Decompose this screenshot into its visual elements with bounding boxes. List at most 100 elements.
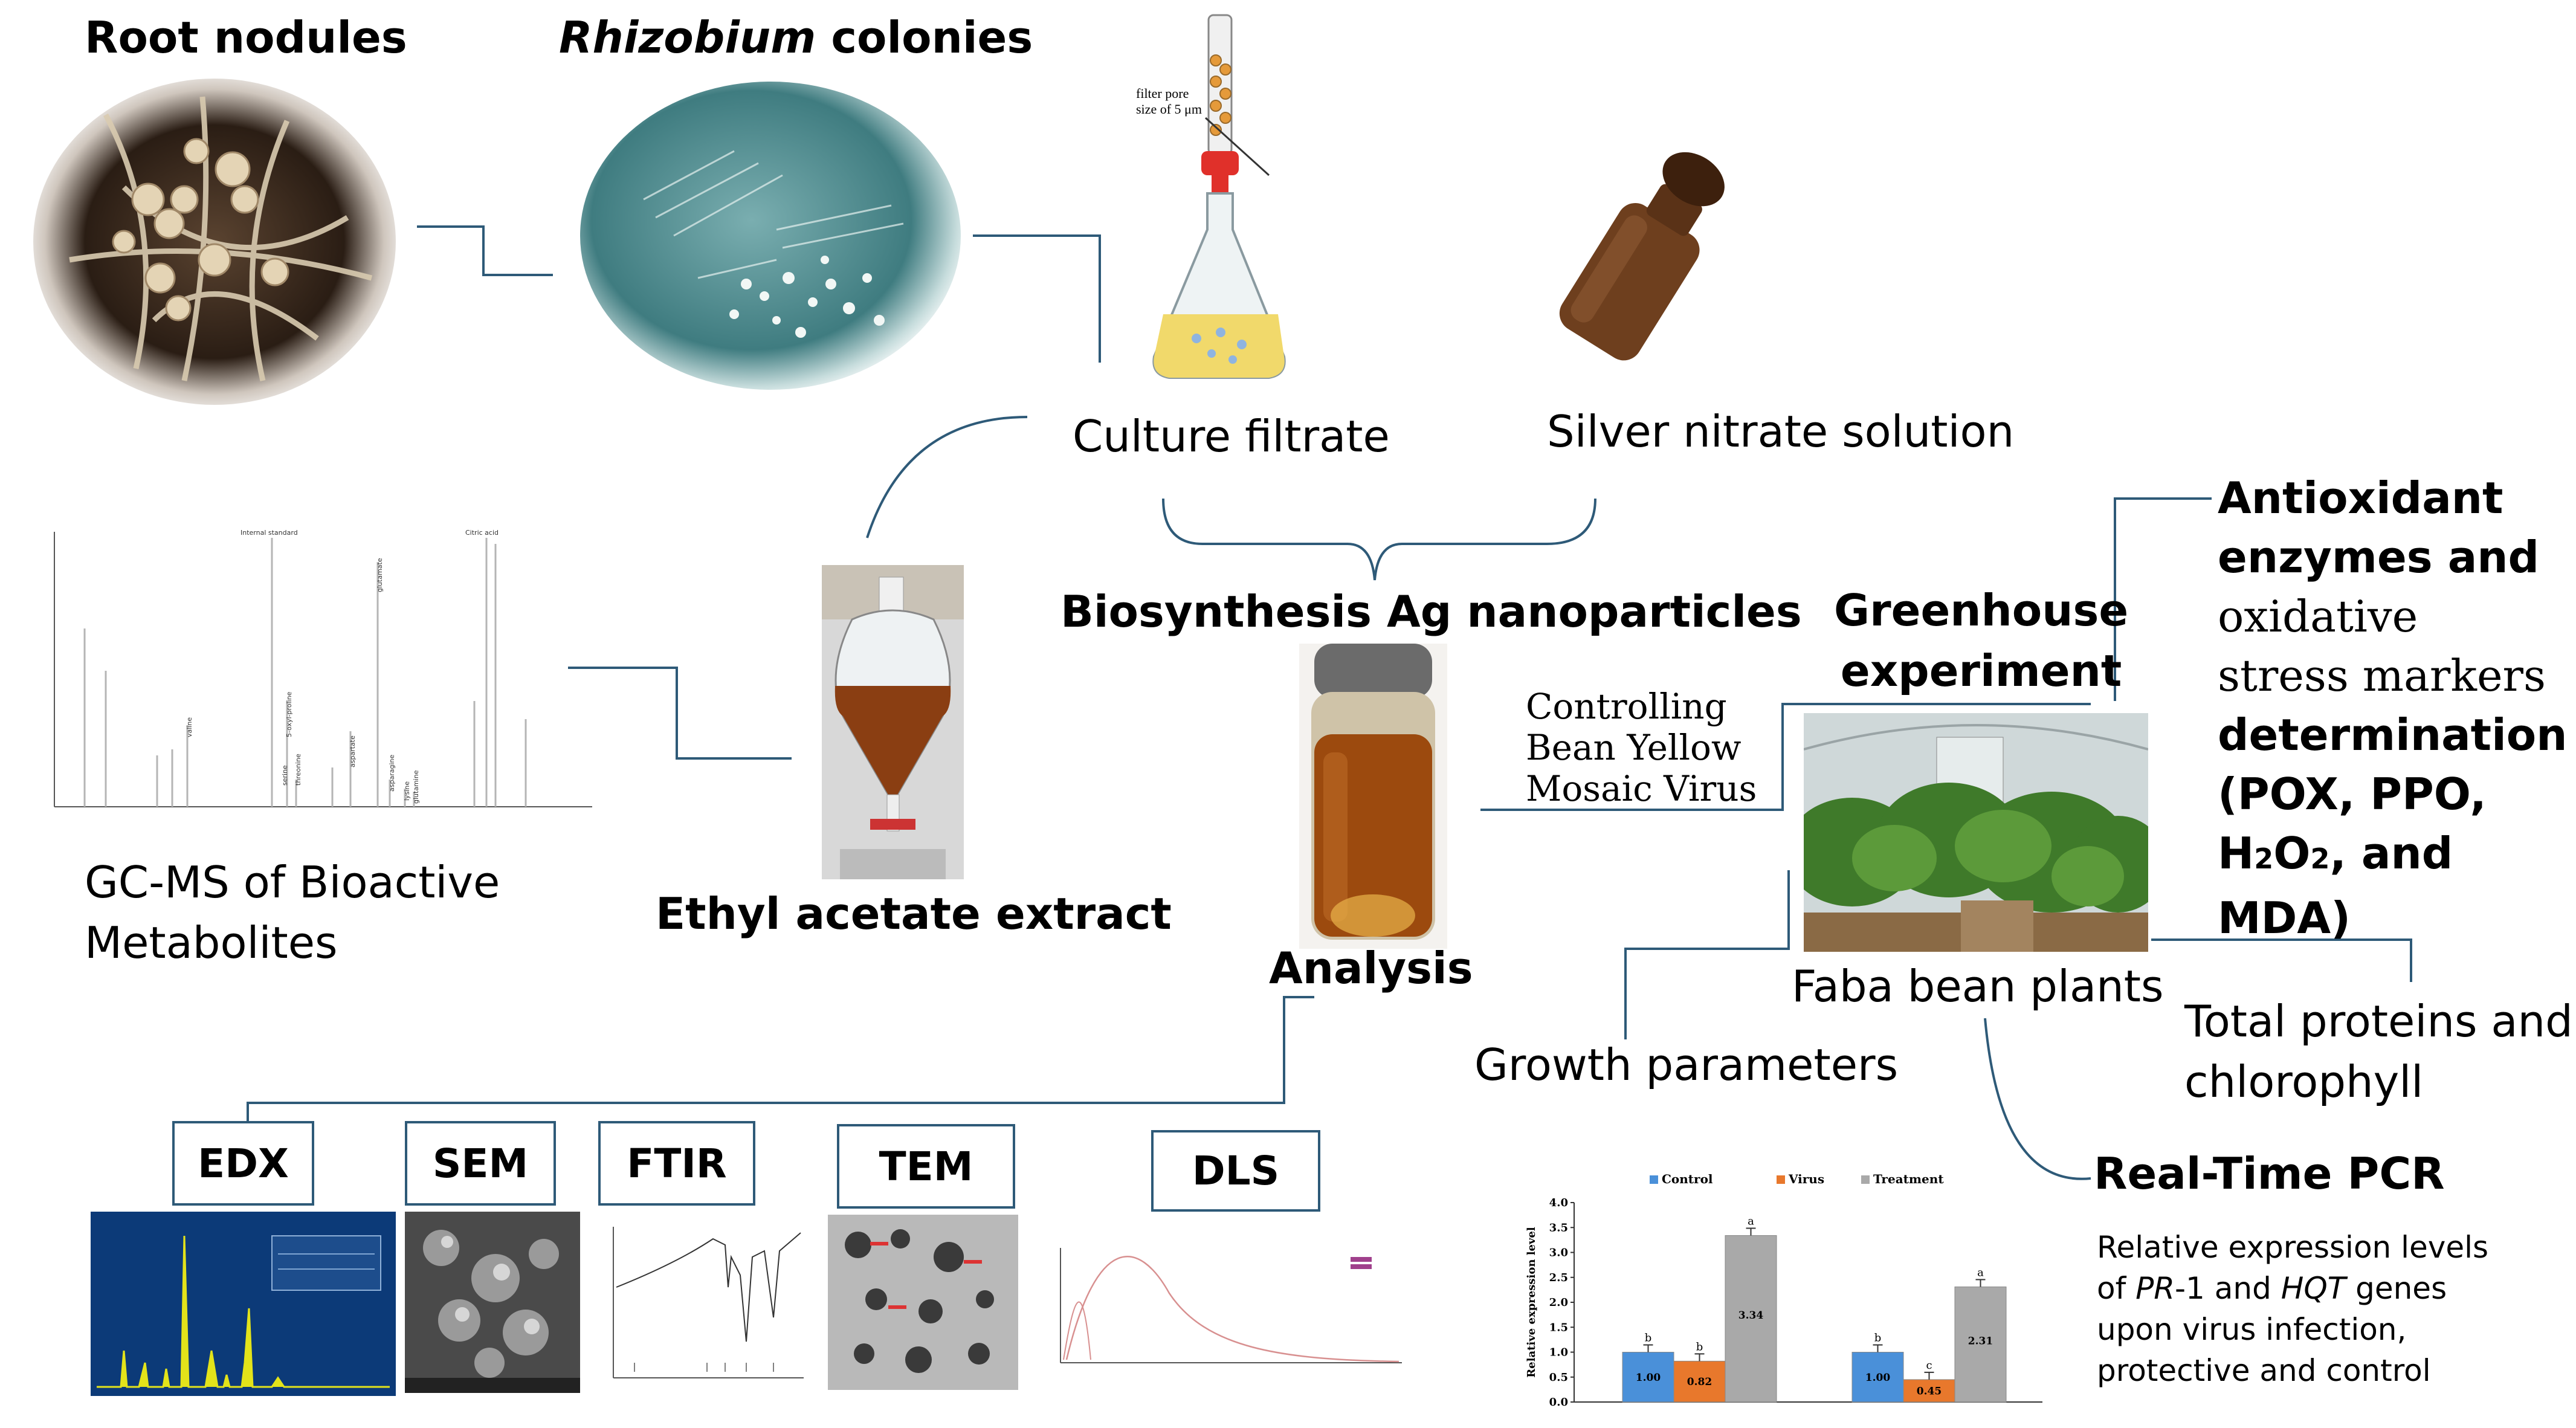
gcms-label-line1: GC-MS of Bioactive: [85, 857, 500, 908]
connector-jar-greenhouse: [1480, 703, 2091, 811]
ethyl-acetate-label: Ethyl acetate extract: [656, 888, 1172, 939]
gcms-peak-label-internal-standard: Internal standard: [240, 529, 298, 537]
edx-spectrum-image: [91, 1212, 396, 1396]
gcms-peak-label-asparagine: asparagine: [388, 755, 396, 792]
chart-y-tick-label: 2.0: [1549, 1296, 1568, 1309]
rhizobium-label: Rhizobium colonies: [559, 12, 1033, 63]
antioxidant-line6: (POX, PPO,: [2218, 769, 2487, 819]
filter-pointer: [1204, 117, 1270, 176]
sem-box: SEM: [405, 1121, 556, 1206]
chart-y-tick-label: 0.0: [1549, 1396, 1568, 1409]
chart-value-label: 1.00: [1865, 1372, 1891, 1384]
filter-note-line1: filter pore: [1136, 86, 1189, 101]
greenhouse-line2: experiment: [1840, 645, 2122, 696]
rhizobium-italic: Rhizobium: [559, 12, 816, 63]
ftir-box: FTIR: [598, 1121, 755, 1206]
chart-value-label: 1.00: [1636, 1372, 1661, 1384]
root-nodules-image: [33, 79, 396, 405]
rhizobium-rest: colonies: [816, 12, 1033, 63]
relative-genes: genes: [2346, 1271, 2447, 1306]
greenhouse-photo: [1804, 713, 2148, 952]
antioxidant-label: Antioxidant enzymes and oxidative stress…: [2218, 468, 2568, 948]
antioxidant-line1: Antioxidant: [2218, 473, 2503, 523]
chart-y-tick-label: 1.5: [1549, 1321, 1568, 1334]
chart-legend-swatch: [1777, 1175, 1785, 1184]
chart-legend-label: Control: [1662, 1172, 1713, 1186]
gene-hqt: HQT: [2281, 1271, 2346, 1306]
relative-line4: protective and control: [2097, 1353, 2431, 1388]
chart-bar: [1954, 1286, 2007, 1403]
filter-pore-note: filter pore size of 5 μm: [1136, 86, 1202, 117]
chart-significance-letter: a: [1977, 1266, 1984, 1279]
filter-note-line2: size of 5 μm: [1136, 102, 1202, 117]
dls-box: DLS: [1151, 1130, 1320, 1212]
gcms-peak-label-lysine: lysine: [403, 781, 411, 801]
chart-y-tick-label: 4.0: [1549, 1197, 1568, 1209]
antioxidant-line7: H2O2, and: [2218, 824, 2568, 888]
chart-value-label: 3.34: [1738, 1310, 1764, 1322]
chart-y-tick-label: 3.0: [1549, 1247, 1568, 1259]
proteins-label: Total proteins and chlorophyll: [2184, 991, 2573, 1112]
relative-expression-text: Relative expression levels of PR-1 and H…: [2097, 1227, 2488, 1391]
connector-analysis-boxes: [247, 996, 1314, 1121]
chart-y-tick-label: 0.5: [1549, 1371, 1568, 1384]
relative-line3: upon virus infection,: [2097, 1312, 2407, 1347]
gcms-peak-label-threonine: threonine: [294, 754, 302, 786]
gcms-peak-label-glutamate: glutamate: [376, 558, 384, 592]
dls-curve-image: [1048, 1245, 1405, 1369]
gcms-peak-label-glutamine: glutamine: [412, 770, 420, 804]
tem-box: TEM: [837, 1124, 1015, 1209]
chart-bar: [1673, 1360, 1726, 1403]
proteins-line2: chlorophyll: [2184, 1056, 2424, 1107]
chart-significance-letter: c: [1926, 1359, 1932, 1372]
biosynthesis-label: Biosynthesis Ag nanoparticles: [1060, 586, 1802, 637]
greenhouse-line1: Greenhouse: [1834, 585, 2129, 636]
faba-bean-label: Faba bean plants: [1792, 961, 2164, 1012]
connector-rhizobium-flask: [973, 234, 1101, 363]
ftir-spectrum-image: [598, 1221, 807, 1402]
separatory-funnel-image: [822, 565, 964, 879]
connector-greenhouse-antiox: [2114, 497, 2212, 701]
gcms-chromatogram: Internal standard Citric acid glutamate …: [12, 526, 598, 828]
chart-value-label: 2.31: [1968, 1336, 1993, 1348]
h2o2-h: H: [2218, 828, 2255, 879]
gcms-label: GC-MS of Bioactive Metabolites: [85, 852, 500, 973]
h2o2-sub2: 2: [2310, 842, 2330, 875]
h2o2-sub1: 2: [2254, 842, 2274, 875]
antioxidant-line3: oxidative: [2218, 591, 2418, 642]
brace-biosynthesis: [1162, 498, 1596, 581]
filtration-flask-image: [1136, 12, 1305, 399]
controlling-line3: Mosaic Virus: [1526, 768, 1757, 809]
root-nodules-label: Root nodules: [85, 12, 407, 63]
antioxidant-line8: MDA): [2218, 893, 2351, 943]
gcms-peak-label-citric-acid: Citric acid: [465, 529, 499, 537]
growth-parameters-label: Growth parameters: [1474, 1039, 1899, 1090]
controlling-line1: Controlling: [1526, 686, 1727, 727]
antioxidant-line2: enzymes and: [2218, 532, 2540, 583]
relative-of: of: [2097, 1271, 2136, 1306]
chart-y-tick-label: 2.5: [1549, 1271, 1568, 1284]
relative-line1: Relative expression levels: [2097, 1230, 2489, 1265]
silver-nitrate-bottle-image: [1474, 121, 1813, 375]
connector-roots-rhizobium: [417, 225, 553, 276]
chart-legend-swatch: [1861, 1175, 1870, 1184]
chart-significance-letter: b: [1696, 1340, 1703, 1353]
pcr-label: Real-Time PCR: [2094, 1148, 2445, 1199]
controlling-line2: Bean Yellow: [1526, 727, 1742, 768]
chart-legend-swatch: [1650, 1175, 1658, 1184]
culture-filtrate-label: Culture filtrate: [1073, 411, 1390, 462]
connector-faba-growth: [1624, 870, 1790, 1039]
antioxidant-line5: determination: [2218, 709, 2568, 760]
gene-pr: PR: [2135, 1271, 2175, 1306]
connector-faba-proteins: [2151, 939, 2412, 982]
rhizobium-plate-image: [577, 79, 964, 393]
connector-filtrate-extract: [866, 416, 1028, 538]
h2o2-rest: , and: [2329, 828, 2453, 879]
chart-y-tick-label: 1.0: [1549, 1346, 1568, 1359]
chart-value-label: 0.82: [1687, 1376, 1712, 1388]
nanoparticle-jar-image: [1299, 644, 1447, 949]
greenhouse-label: Greenhouse experiment: [1834, 580, 2128, 701]
gcms-peak-label-serine: serine: [281, 765, 289, 786]
sem-micrograph-image: [405, 1212, 580, 1393]
